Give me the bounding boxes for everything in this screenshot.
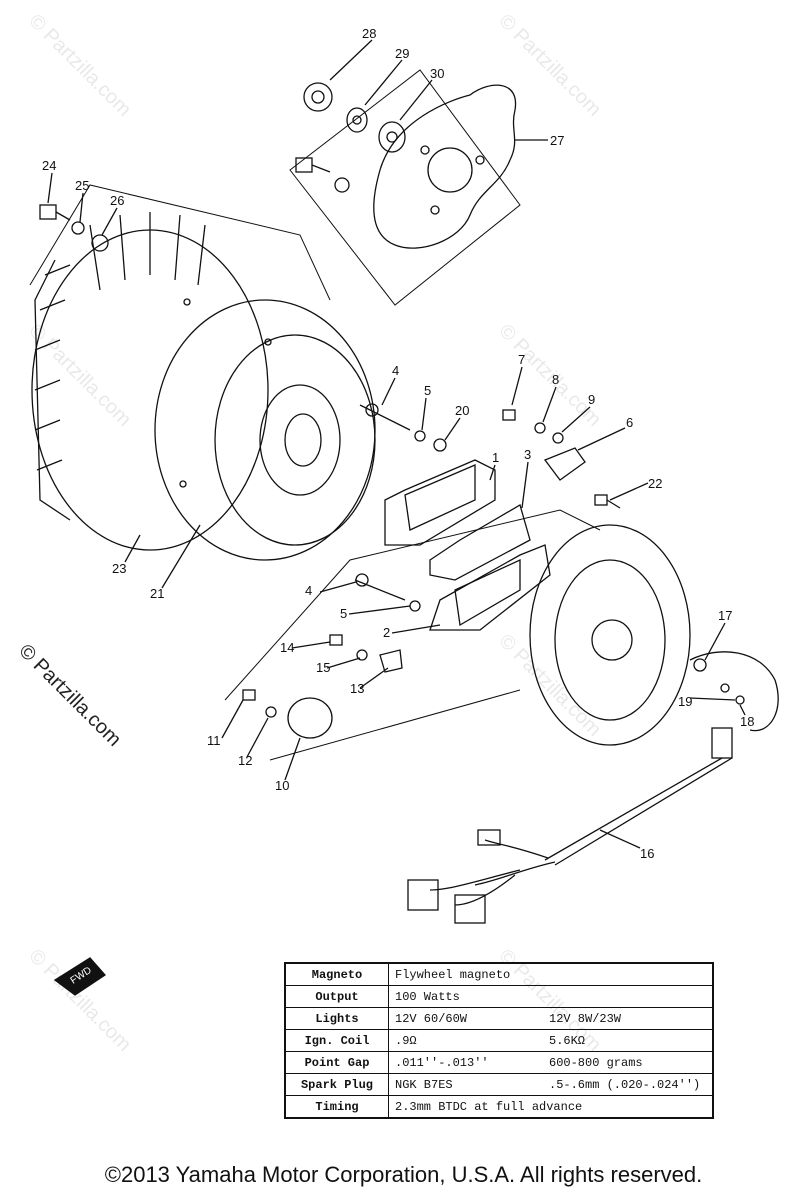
callout-number: 20: [455, 403, 469, 418]
callout-number: 17: [718, 608, 732, 623]
callout-number: 9: [588, 392, 595, 407]
spec-row: Output 100 Watts: [284, 985, 714, 1008]
stator-plate: [529, 524, 691, 746]
callout-number: 24: [42, 158, 56, 173]
callout-number: 30: [430, 66, 444, 81]
callout-number: 28: [362, 26, 376, 41]
spec-value-secondary: .5-.6mm (.020-.024''): [549, 1077, 701, 1092]
spec-value-cell: .011''-.013'' 600-800 grams: [388, 1051, 714, 1074]
spec-label: Ign. Coil: [284, 1029, 389, 1052]
spec-label: Magneto: [284, 962, 389, 986]
callout-number: 19: [678, 694, 692, 709]
callout-number: 5: [340, 606, 347, 621]
spec-label: Point Gap: [284, 1051, 389, 1074]
spec-value-cell: NGK B7ES .5-.6mm (.020-.024''): [388, 1073, 714, 1096]
washer-part: [346, 107, 368, 133]
callout-number: 11: [207, 733, 221, 748]
callout-number: 8: [552, 372, 559, 387]
callout-number: 23: [112, 561, 126, 576]
callout-number: 21: [150, 586, 164, 601]
spec-row: Point Gap .011''-.013'' 600-800 grams: [284, 1051, 714, 1074]
callout-number: 7: [518, 352, 525, 367]
callout-number: 18: [740, 714, 754, 729]
spec-value: 2.3mm BTDC at full advance: [395, 1099, 583, 1114]
spec-value: 12V 60/60W: [395, 1011, 468, 1026]
spec-row: Spark Plug NGK B7ES .5-.6mm (.020-.024''): [284, 1073, 714, 1096]
spec-value-secondary: 5.6KΩ: [549, 1033, 586, 1048]
spec-row: Magneto Flywheel magneto: [284, 962, 714, 986]
callout-number: 4: [305, 583, 312, 598]
spec-value-cell: 100 Watts: [388, 985, 714, 1008]
callout-number: 6: [626, 415, 633, 430]
condenser-part: [287, 697, 333, 739]
spec-value-cell: Flywheel magneto: [388, 962, 714, 986]
callout-number: 2: [383, 625, 390, 640]
callout-number: 22: [648, 476, 662, 491]
callout-number: 29: [395, 46, 409, 61]
callout-number: 5: [424, 383, 431, 398]
spec-value: 100 Watts: [395, 989, 460, 1004]
callout-number: 1: [492, 450, 499, 465]
spec-value-cell: 12V 60/60W 12V 8W/23W: [388, 1007, 714, 1030]
spec-value-cell: .9Ω 5.6KΩ: [388, 1029, 714, 1052]
fwd-arrow: [53, 957, 106, 996]
spec-value: .9Ω: [395, 1033, 417, 1048]
spec-row: Timing 2.3mm BTDC at full advance: [284, 1095, 714, 1119]
bolt-part: [39, 204, 57, 220]
callout-number: 25: [75, 178, 89, 193]
flywheel-fan: [31, 212, 269, 551]
coil-part: [384, 459, 496, 546]
spec-value: .011''-.013'': [395, 1055, 489, 1070]
callout-number: 15: [316, 660, 330, 675]
spec-row: Ign. Coil .9Ω 5.6KΩ: [284, 1029, 714, 1052]
spec-value-secondary: 12V 8W/23W: [549, 1011, 622, 1026]
flywheel-rotor: [154, 298, 376, 561]
spec-value: NGK B7ES: [395, 1077, 453, 1092]
wire-harness: [407, 727, 733, 924]
coil-part: [429, 544, 551, 631]
callout-number: 14: [280, 640, 294, 655]
callout-number: 26: [110, 193, 124, 208]
spec-label: Lights: [284, 1007, 389, 1030]
spec-value: Flywheel magneto: [395, 967, 511, 982]
callout-number: 27: [550, 133, 564, 148]
plate-part: [373, 84, 517, 249]
spec-value-cell: 2.3mm BTDC at full advance: [388, 1095, 714, 1119]
spec-label: Spark Plug: [284, 1073, 389, 1096]
nut-part: [303, 82, 333, 112]
callout-number: 10: [275, 778, 289, 793]
spec-label: Timing: [284, 1095, 389, 1119]
spec-label: Output: [284, 985, 389, 1008]
callout-number: 12: [238, 753, 252, 768]
group-outline: [289, 69, 521, 306]
callout-number: 4: [392, 363, 399, 378]
callout-number: 13: [350, 681, 364, 696]
spec-value-secondary: 600-800 grams: [549, 1055, 643, 1070]
spec-row: Lights 12V 60/60W 12V 8W/23W: [284, 1007, 714, 1030]
callout-number: 16: [640, 846, 654, 861]
callout-number: 3: [524, 447, 531, 462]
copyright-text: ©2013 Yamaha Motor Corporation, U.S.A. A…: [104, 1162, 703, 1187]
